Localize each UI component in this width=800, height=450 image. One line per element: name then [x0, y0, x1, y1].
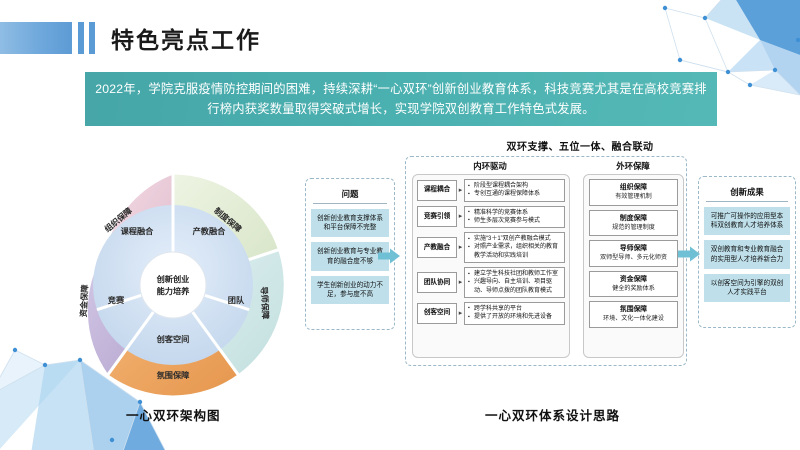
- outer-guarantee-item: 组织保障 有效管理机制: [589, 179, 678, 206]
- outer-guarantee-item-sub: 健全的奖励体系: [612, 284, 655, 292]
- outer-guarantee-item-title: 制度保障: [619, 214, 648, 222]
- inner-drive-point: 师生多层次竞赛参与模式: [468, 216, 561, 225]
- inner-drive-point: 阶段型课程耦合架构: [468, 181, 561, 190]
- result-panel: 创新成果 可推广可操作的应用型本科双创教育人才培养体系 双创教育和专业教育融合的…: [698, 176, 796, 328]
- outer-guarantee-item-sub: 有效管理机制: [615, 193, 652, 200]
- inner-drive-point: 跨学科共享的平台: [468, 304, 561, 313]
- page-title: 特色亮点工作: [111, 27, 261, 54]
- circle-center-line1: 创新创业: [156, 274, 190, 284]
- outer-guarantee-title: 外环保障: [616, 161, 650, 171]
- inner-drive-key: 课程耦合: [417, 179, 457, 201]
- problem-title: 问题: [313, 184, 387, 204]
- inner-ring-label-2: 团队: [228, 295, 245, 305]
- left-diagram-caption: 一心双环架构图: [126, 409, 221, 423]
- one-core-two-rings-chart: 创新创业 能力培养 课程融合 产教融合 团队 创客空间 竞赛 组织保障 制度保障…: [58, 170, 288, 400]
- inner-drive-key: 产教融合: [417, 237, 457, 259]
- row-arrow-icon: ▸: [458, 186, 463, 194]
- problem-panel: 问题 创新创业教育支撑体系和平台保障不完整 创新创业教育与专业教育的融合度不够 …: [305, 178, 395, 330]
- inner-drive-points: 阶段型课程耦合架构 专创互通的课程保障体系: [464, 179, 565, 202]
- outer-guarantee-item: 制度保障 规范的管理制度: [589, 209, 678, 236]
- inner-drive-key: 创客空间: [417, 302, 457, 324]
- inner-drive-point: 对照产业需求，组织相关的教育教学活动和实践培训: [468, 243, 561, 260]
- inner-drive-point: 精准科学的竞赛体系: [468, 208, 561, 217]
- inner-drive-point: 兴趣导向、自主培训、项目驱动、导师点拨的团队教育模式: [468, 278, 561, 295]
- problem-item: 学生创新创业的动力不足，参与度不高: [311, 275, 389, 305]
- inner-drive-point: 专创互通的课程保障体系: [468, 190, 561, 199]
- outer-guarantee-item-title: 导师保障: [619, 245, 648, 252]
- inner-drive-points: 跨学科共享的平台 提供了开放的环境和先进设备: [464, 301, 565, 325]
- row-arrow-icon: ▸: [458, 244, 463, 252]
- arrow-core-to-result-icon: [678, 246, 700, 262]
- result-item: 双创教育和专业教育融合的实用型人才培养新合力: [704, 240, 790, 269]
- problem-item: 创新创业教育支撑体系和平台保障不完整: [311, 209, 389, 238]
- header-accent-block: [0, 22, 72, 54]
- outer-guarantee-item: 资金保障 健全的奖励体系: [589, 270, 678, 297]
- result-title: 创新成果: [706, 182, 788, 202]
- inner-drive-title: 内环驱动: [473, 161, 507, 171]
- arrow-problem-to-core-icon: [378, 248, 400, 264]
- outer-guarantee-item-title: 资金保障: [619, 275, 648, 283]
- outer-guarantee-item: 导师保障 双师型导师、多元化师资: [589, 240, 678, 267]
- system-design-flow: 双环支撑、五位一体、融合联动 问题 创新创业教育支撑体系和平台保障不完整 创新创…: [300, 138, 800, 388]
- row-arrow-icon: ▸: [458, 213, 463, 221]
- inner-drive-row: 课程耦合 ▸ 阶段型课程耦合架构 专创互通的课程保障体系: [417, 179, 565, 202]
- outer-guarantee-zone: 组织保障 有效管理机制 制度保障 规范的管理制度 导师保障 双师型导师、多元化师…: [583, 174, 684, 358]
- flow-title: 双环支撑、五位一体、融合联动: [506, 142, 654, 153]
- inner-drive-key: 团队协同: [417, 272, 457, 294]
- inner-drive-row: 团队协同 ▸ 建立学生科技社团和教师工作室 兴趣导向、自主培训、项目驱动、导师点…: [417, 267, 565, 298]
- outer-ring-label-2: 导师保障: [259, 286, 271, 319]
- outer-guarantee-item: 氛围保障 环境、文化一体化建设: [589, 301, 678, 328]
- inner-drive-zone: 课程耦合 ▸ 阶段型课程耦合架构 专创互通的课程保障体系 竞赛引领 ▸ 精准科学…: [412, 174, 570, 358]
- header-accent-bar-1: [78, 22, 84, 54]
- inner-ring-label-0: 课程融合: [121, 226, 155, 236]
- problem-item: 创新创业教育与专业教育的融合度不够: [311, 242, 389, 271]
- inner-drive-row: 创客空间 ▸ 跨学科共享的平台 提供了开放的环境和先进设备: [417, 301, 565, 325]
- outer-guarantee-item-sub: 规范的管理制度: [612, 223, 655, 231]
- summary-banner: 2022年，学院克服疫情防控期间的困难，持续深耕“一心双环”创新创业教育体系，科…: [85, 72, 717, 126]
- inner-ring-label-3: 创客空间: [156, 334, 190, 344]
- inner-drive-points: 精准科学的竞赛体系 师生多层次竞赛参与模式: [464, 205, 565, 229]
- outer-ring-label-4: 资金保障: [78, 284, 90, 317]
- inner-ring-label-4: 竞赛: [107, 295, 125, 305]
- outer-guarantee-item-title: 组织保障: [619, 184, 648, 191]
- result-item: 以创客空间为引擎的双创人才实践平台: [704, 273, 790, 303]
- right-diagram-caption: 一心双环体系设计思路: [485, 409, 621, 423]
- outer-guarantee-item-sub: 双师型导师、多元化师资: [599, 254, 668, 261]
- inner-drive-row: 竞赛引领 ▸ 精准科学的竞赛体系 师生多层次竞赛参与模式: [417, 205, 565, 229]
- header-accent-bar-2: [89, 22, 95, 54]
- circle-center-line2: 能力培养: [157, 286, 191, 296]
- slide-header: 特色亮点工作: [0, 22, 261, 54]
- inner-drive-point: 建立学生科技社团和教师工作室: [468, 270, 561, 279]
- inner-drive-points: 建立学生科技社团和教师工作室 兴趣导向、自主培训、项目驱动、导师点拨的团队教育模…: [464, 267, 565, 298]
- inner-drive-row: 产教融合 ▸ 实施“3＋1”双创产教融合模式 对照产业需求，组织相关的教育教学活…: [417, 232, 565, 264]
- inner-drive-points: 实施“3＋1”双创产教融合模式 对照产业需求，组织相关的教育教学活动和实践培训: [464, 232, 565, 264]
- outer-guarantee-item-title: 氛围保障: [619, 306, 648, 313]
- outer-guarantee-item-sub: 环境、文化一体化建设: [603, 315, 664, 322]
- inner-drive-key: 竞赛引领: [417, 206, 457, 228]
- row-arrow-icon: ▸: [458, 309, 463, 317]
- core-panel: [405, 156, 687, 366]
- inner-ring-label-1: 产教融合: [193, 226, 227, 236]
- summary-banner-text: 2022年，学院克服疫情防控期间的困难，持续深耕“一心双环”创新创业教育体系，科…: [95, 82, 707, 116]
- outer-ring-label-3: 氛围保障: [157, 370, 190, 380]
- inner-drive-point: 提供了开放的环境和先进设备: [468, 313, 561, 322]
- result-item: 可推广可操作的应用型本科双创教育人才培养体系: [704, 207, 790, 236]
- inner-drive-point: 实施“3＋1”双创产教融合模式: [468, 235, 561, 244]
- row-arrow-icon: ▸: [458, 279, 463, 287]
